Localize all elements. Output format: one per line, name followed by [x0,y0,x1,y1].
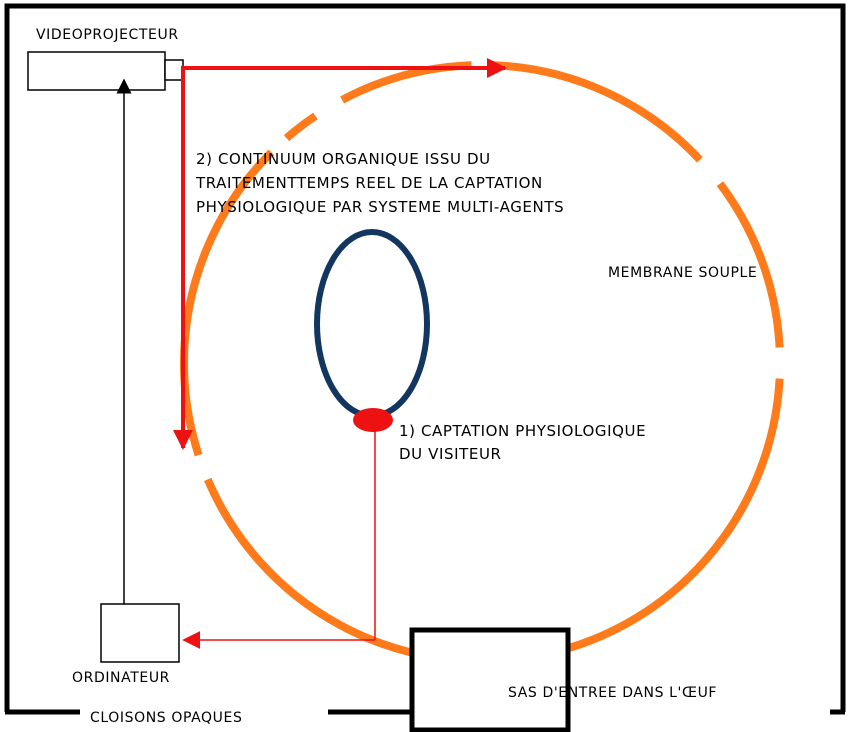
label-videoprojecteur: VIDEOPROJECTEUR [36,27,179,43]
label-captation-line2: DU VISITEUR [399,445,502,463]
label-captation-line1: 1) CAPTATION PHYSIOLOGIQUE [399,422,646,440]
label-sas: SAS D'ENTREE DANS L'ŒUF [508,685,717,701]
membrane-arc-2 [716,181,784,348]
projector-body [27,51,166,91]
label-membrane: MEMBRANE SOUPLE [608,265,757,281]
membrane-arc-1 [492,61,703,163]
membrane-arc-6 [283,112,318,142]
label-continuum-line1: 2) CONTINUUM ORGANIQUE ISSU DU [196,150,491,168]
computer-box [100,603,180,663]
sensor-signal-path [182,428,376,649]
projector-lens [164,59,184,81]
entrance-airlock [409,627,571,732]
membrane-arc-3 [204,378,784,665]
label-continuum-line3: PHYSIOLOGIQUE PAR SYSTEME MULTI-AGENTS [196,198,564,216]
membrane-arc-7 [340,61,472,104]
sensor-dot [353,408,393,432]
label-continuum-line2: TRAITEMENTTEMPS REEL DE LA CAPTATION [195,174,543,192]
wall-top-left-right [4,3,846,712]
membrane-arc-4 [180,362,203,457]
visitor-ellipse [314,229,430,419]
membrane-arc-5 [180,149,275,364]
label-cloisons: CLOISONS OPAQUES [90,710,242,726]
opaque-walls [4,3,846,715]
label-ordinateur: ORDINATEUR [72,670,170,686]
projection-path [173,58,507,450]
videoprojector [27,51,184,91]
